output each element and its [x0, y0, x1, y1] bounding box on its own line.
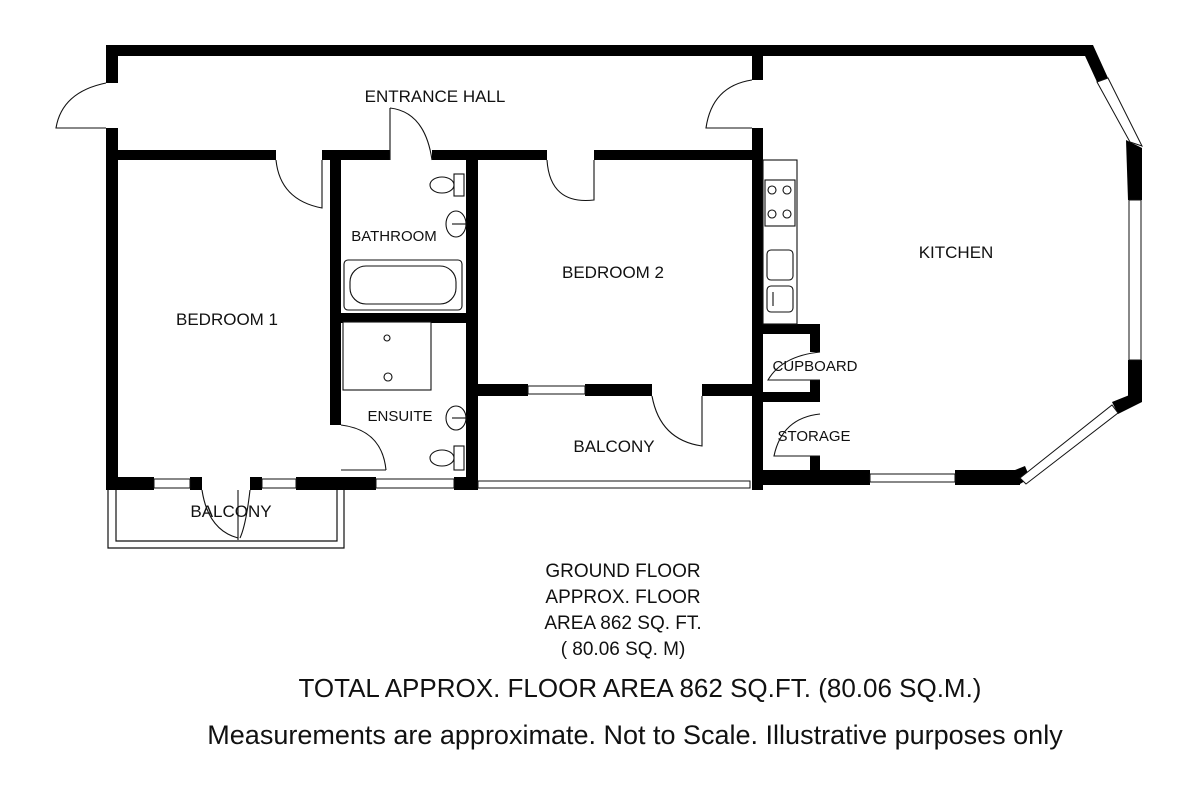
- label-ensuite: ENSUITE: [367, 408, 432, 425]
- ensuite-sink-icon: [445, 405, 467, 431]
- doors: [55, 79, 821, 471]
- disclaimer: Measurements are approximate. Not to Sca…: [207, 720, 1063, 750]
- label-balcony-left: BALCONY: [190, 502, 271, 521]
- floor-caption-line-2: APPROX. FLOOR: [545, 587, 701, 608]
- sink-icon: [445, 210, 467, 238]
- kitchen-sink-icon: [766, 249, 794, 313]
- bathroom-fixtures: [342, 173, 467, 471]
- windows: [153, 77, 1143, 489]
- label-kitchen: KITCHEN: [919, 243, 994, 262]
- hob-icon: [764, 179, 796, 227]
- label-cupboard: CUPBOARD: [772, 358, 857, 375]
- floor-caption-line-1: GROUND FLOOR: [545, 561, 701, 582]
- walls: [106, 45, 1142, 490]
- floor-caption-line-4: ( 80.06 SQ. M): [560, 639, 686, 660]
- ensuite-toilet-icon: [429, 445, 465, 471]
- toilet-icon: [429, 173, 465, 197]
- total-area: TOTAL APPROX. FLOOR AREA 862 SQ.FT. (80.…: [298, 673, 982, 703]
- left-balcony-outline: [107, 489, 345, 549]
- kitchen-fixtures: [762, 159, 798, 325]
- label-bedroom-1: BEDROOM 1: [176, 310, 278, 329]
- label-balcony-right: BALCONY: [573, 437, 654, 456]
- label-entrance-hall: ENTRANCE HALL: [365, 87, 506, 106]
- room-labels: ENTRANCE HALL BEDROOM 1 BATHROOM BEDROOM…: [176, 87, 993, 521]
- label-storage: STORAGE: [777, 428, 850, 445]
- floor-caption-line-3: AREA 862 SQ. FT.: [544, 613, 702, 634]
- label-bedroom-2: BEDROOM 2: [562, 263, 664, 282]
- label-bathroom: BATHROOM: [351, 228, 437, 245]
